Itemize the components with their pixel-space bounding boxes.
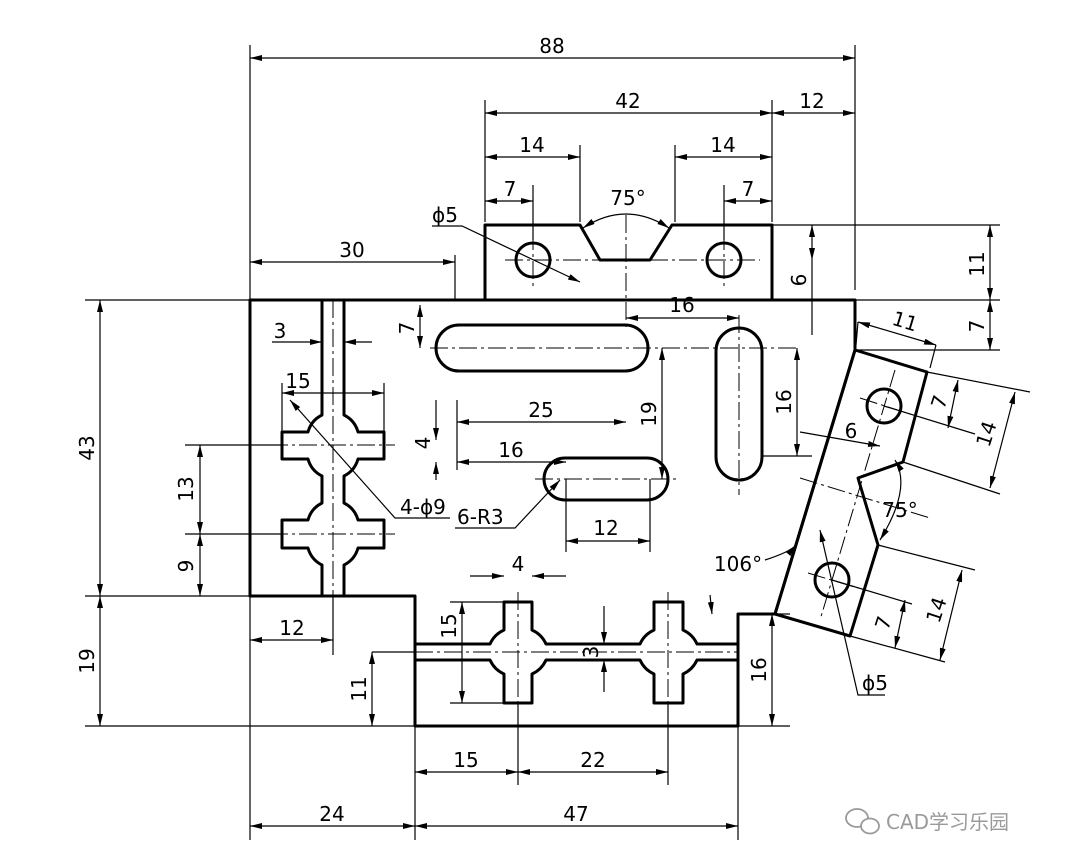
dim-16-mid: 16	[498, 438, 523, 462]
dim-14-incl-b: 14	[921, 594, 952, 626]
watermark: CAD学习乐园	[845, 808, 1009, 835]
watermark-text: CAD学习乐园	[886, 810, 1009, 834]
dim-6-top: 6	[787, 274, 811, 287]
dim-16-vslot: 16	[772, 389, 796, 414]
hole-phi5-incl-top	[865, 387, 903, 425]
hole-phi5-incl-bottom	[813, 561, 851, 599]
dim-12-slot: 12	[593, 516, 618, 540]
dim-4-mid: 4	[411, 437, 435, 450]
dim-11-incl: 11	[889, 306, 920, 336]
dim-15-base: 15	[453, 748, 478, 772]
dim-16-bottom-right: 16	[747, 657, 771, 682]
dim-3-bottom: 3	[579, 646, 603, 659]
wechat-icon	[845, 808, 880, 835]
dim-19-left: 19	[75, 648, 99, 673]
dim-24: 24	[319, 802, 344, 826]
dim-15-left: 15	[285, 369, 310, 393]
dim-4-bottom: 4	[512, 552, 525, 576]
dim-43: 43	[75, 435, 99, 460]
dim-88: 88	[539, 34, 564, 58]
bottom-channel	[415, 600, 738, 705]
slots	[430, 315, 800, 502]
inclined-plate-outline	[773, 348, 929, 638]
angle-75-top: 75°	[610, 186, 645, 210]
dim-14-right: 14	[710, 133, 735, 157]
dimension-lines	[85, 45, 1031, 840]
dim-3-left: 3	[274, 319, 287, 343]
dim-14-left: 14	[519, 133, 544, 157]
dim-42: 42	[615, 89, 640, 113]
dim-7-slot: 7	[395, 322, 419, 335]
phi5-top-label: ϕ5	[432, 203, 458, 227]
dim-7-right-side: 7	[965, 320, 989, 333]
dim-9: 9	[174, 560, 198, 573]
dim-7-incl-b: 7	[870, 613, 897, 633]
left-channel-holes	[270, 300, 395, 596]
phi5-bottom-label: ϕ5	[862, 671, 888, 695]
radii-6-R3: 6-R3	[457, 505, 504, 529]
bottom-channel-holes	[415, 592, 738, 712]
dim-12-top: 12	[799, 89, 824, 113]
dim-47: 47	[563, 802, 588, 826]
dim-30: 30	[339, 238, 364, 262]
angle-75-incl: 75°	[882, 498, 917, 522]
left-channel	[280, 300, 386, 596]
angle-106: 106°	[714, 552, 762, 576]
dim-11-bottom: 11	[347, 676, 371, 701]
dim-22: 22	[580, 748, 605, 772]
dim-16-slot: 16	[669, 293, 694, 317]
dim-14-incl-a: 14	[971, 418, 1002, 450]
dim-11-right: 11	[965, 251, 989, 276]
dim-13: 13	[174, 476, 198, 501]
inclined-plate-holes	[799, 369, 931, 621]
dim-25: 25	[528, 398, 553, 422]
dim-7-left: 7	[504, 177, 517, 201]
dimension-labels: 88 42 12 14 14 7 7 75° ϕ5 30 6 11 7 16 3…	[75, 34, 1002, 826]
holes-4-phi9: 4-ϕ9	[400, 495, 446, 519]
dim-15-bottom: 15	[437, 613, 461, 638]
dim-19-mid: 19	[637, 401, 661, 426]
dim-7-incl-a: 7	[926, 392, 953, 412]
top-lug-holes	[505, 215, 760, 330]
dim-6-incl: 6	[845, 419, 858, 443]
dim-12-bottom: 12	[279, 616, 304, 640]
dim-7-right: 7	[742, 177, 755, 201]
